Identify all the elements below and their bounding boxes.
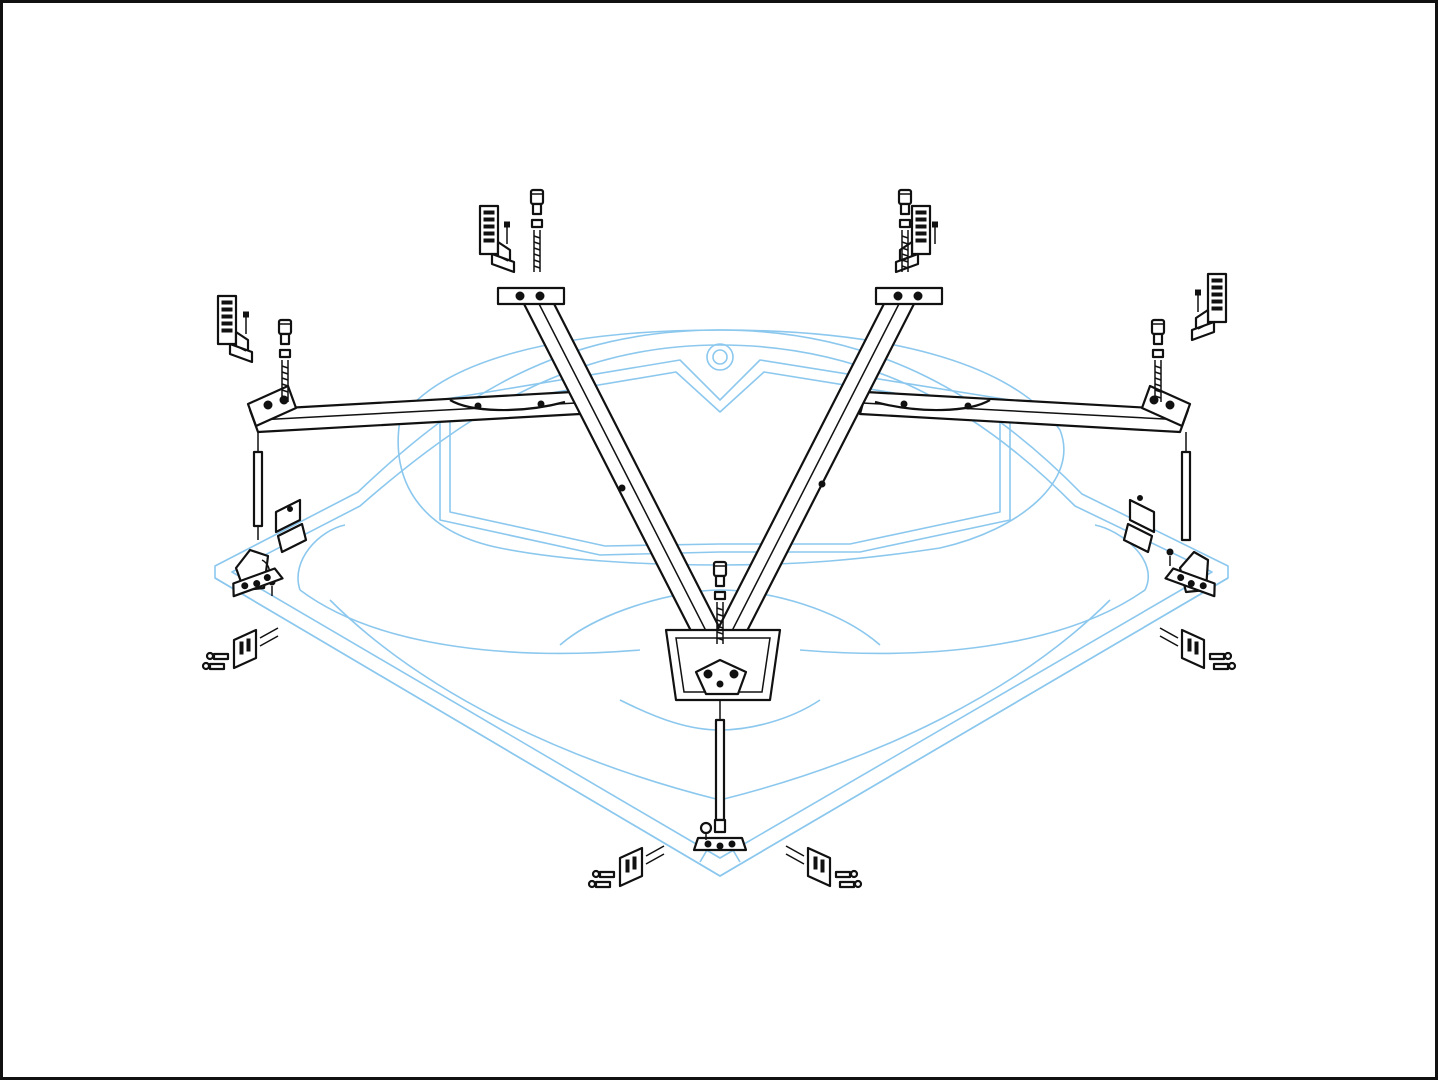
leg-pads — [228, 566, 1220, 852]
support-frame — [246, 286, 1192, 702]
side-clamp-right — [1122, 495, 1174, 566]
top-plate-right — [874, 286, 944, 306]
leg-center — [713, 700, 727, 834]
top-plate-left — [496, 286, 566, 306]
side-clamp-left — [268, 498, 308, 596]
center-plate — [694, 658, 748, 696]
bathtub-outline — [214, 329, 1229, 877]
